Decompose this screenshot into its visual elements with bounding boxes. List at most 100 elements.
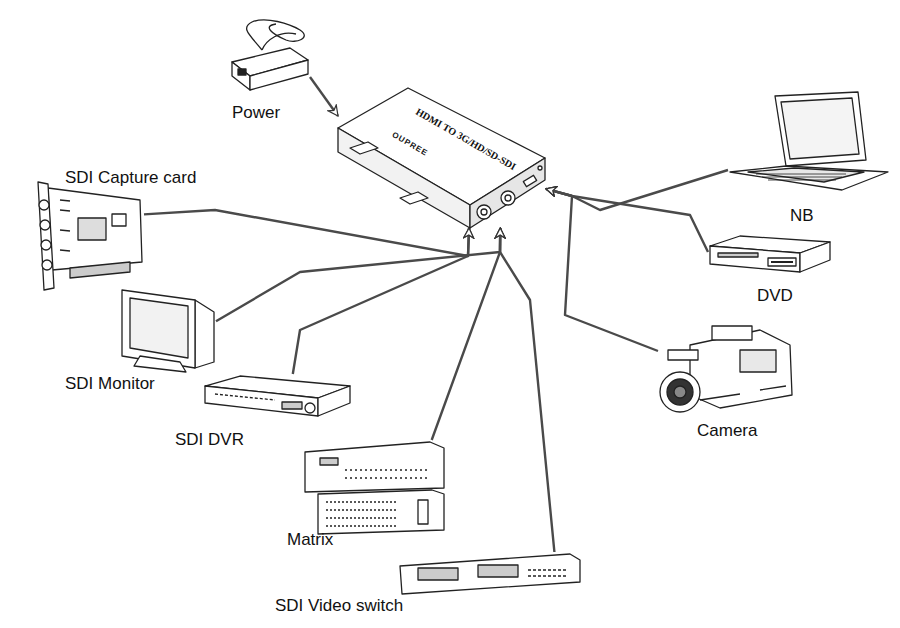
capture-card-part: [40, 220, 50, 230]
power-node: Power: [225, 25, 310, 90]
crt-monitor-part: [195, 300, 214, 368]
laptop-part: [775, 92, 866, 166]
capture-card-part: [41, 240, 51, 250]
device-label: SDI Monitor: [65, 374, 155, 394]
video-camera-part: [712, 326, 752, 340]
device-label: Matrix: [287, 530, 333, 550]
dvr-node: SDI DVR: [204, 374, 352, 418]
laptop-part: [756, 174, 846, 180]
video-switch-part: [478, 565, 518, 577]
converter-illustration-part: [501, 191, 515, 205]
laptop-part: [781, 98, 859, 159]
dvd-node: DVD: [708, 234, 832, 274]
power-adapter-part: [238, 69, 246, 75]
video-camera-part: [668, 350, 698, 360]
dvd-player-part: [710, 246, 800, 272]
dvd-player-part: [718, 253, 758, 257]
converter-box: OUPREEHDMI TO 3G/HD/SD-SDI: [338, 88, 546, 228]
crt-monitor-part: [134, 356, 186, 372]
matrix-node: Matrix: [303, 440, 446, 536]
dvd-player: [710, 236, 830, 272]
laptop: [730, 92, 888, 190]
video-switch: [400, 554, 580, 594]
device-label: SDI Video switch: [275, 596, 403, 616]
power-adapter-part: [250, 60, 308, 90]
converter-illustration-part: [505, 195, 511, 201]
video-camera: [660, 326, 792, 412]
cable-connector: [432, 228, 501, 440]
laptop-part: [748, 168, 864, 182]
crt-monitor: [122, 290, 214, 372]
converter-illustration-part: [538, 166, 542, 170]
power-adapter-part: [262, 33, 296, 50]
matrix-router-part: [418, 500, 428, 524]
matrix-router: [305, 442, 444, 534]
matrix-router-part: [345, 470, 430, 478]
crt-monitor-part: [130, 298, 188, 358]
cable-connector: [546, 170, 728, 210]
device-label: NB: [790, 206, 814, 226]
monitor-node: SDI Monitor: [118, 286, 216, 374]
brand-text: OUPREE: [391, 130, 430, 158]
laptop-node: NB: [728, 90, 890, 190]
video-switch-part: [418, 568, 458, 580]
dvd-player-part: [771, 261, 793, 263]
capture-card-part: [78, 218, 106, 240]
matrix-router-part: [305, 442, 444, 492]
dvr-recorder-part: [215, 394, 275, 400]
converter-illustration-part: [400, 192, 428, 204]
dvr-recorder-part: [205, 386, 318, 416]
matrix-router-part: [318, 490, 444, 534]
video-switch-part: [528, 570, 568, 576]
device-label: Camera: [697, 421, 757, 441]
dvr-recorder-part: [282, 402, 302, 409]
converter-illustration-part: [350, 142, 378, 154]
illustration-part: [38, 20, 888, 594]
converter-illustration-part: [481, 209, 487, 215]
capture-card-part: [38, 182, 54, 290]
power-adapter-part: [247, 20, 305, 50]
cable-connector: [144, 210, 469, 256]
video-camera-part: [660, 372, 700, 412]
capture-card-part: [48, 188, 142, 270]
switch-node: SDI Video switch: [398, 552, 582, 596]
device-label: SDI Capture card: [65, 168, 196, 188]
video-camera-part: [690, 330, 792, 408]
video-camera-part: [700, 386, 786, 400]
converter-illustration-part: [477, 205, 491, 219]
cable-connector: [293, 228, 469, 374]
cable-connector: [310, 77, 338, 116]
video-camera-part: [667, 379, 693, 405]
dvr-recorder: [205, 376, 350, 416]
matrix-router-part: [326, 502, 396, 526]
video-switch-part: [400, 554, 580, 594]
camera-node: Camera: [658, 324, 794, 414]
capture-card-part: [60, 200, 70, 251]
video-camera-part: [740, 350, 776, 372]
model-text: HDMI TO 3G/HD/SD-SDI: [414, 106, 518, 172]
cable-connector: [546, 189, 658, 351]
matrix-router-part: [320, 458, 338, 465]
capture-card-node: SDI Capture card: [36, 182, 144, 290]
dvr-recorder-part: [318, 386, 350, 416]
dvd-player-part: [800, 242, 830, 272]
device-label: Power: [232, 103, 280, 123]
converter-illustration-part: [523, 175, 536, 186]
capture-card-part: [70, 262, 130, 278]
power-adapter-part: [232, 62, 250, 90]
capture-card-part: [112, 214, 126, 226]
capture-card-part: [39, 200, 49, 210]
device-label: SDI DVR: [175, 430, 244, 450]
dvd-player-part: [768, 258, 796, 266]
capture-card-part: [42, 260, 52, 270]
laptop-part: [730, 166, 888, 190]
power-adapter: [232, 20, 308, 90]
cable-connector: [500, 228, 554, 552]
cable-connector: [216, 228, 500, 321]
crt-monitor-part: [122, 290, 195, 368]
converter-illustration: [338, 88, 545, 228]
device-label: DVD: [757, 286, 793, 306]
capture-card: [38, 182, 142, 290]
